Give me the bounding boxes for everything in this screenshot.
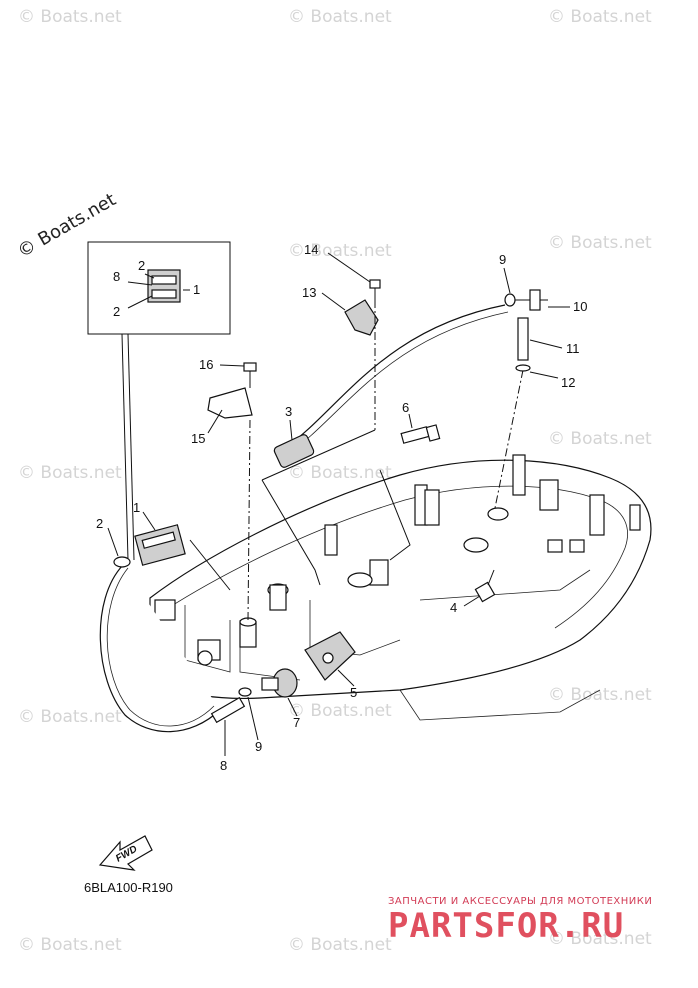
callout-16: 16	[199, 357, 213, 372]
watermark-text: © Boats.net	[288, 7, 392, 27]
inset-detail-box: 1 2 8 2	[87, 241, 231, 561]
callout-5: 5	[350, 685, 357, 700]
callout-3: 3	[285, 404, 292, 419]
watermark-text: © Boats.net	[288, 701, 392, 721]
callout-14: 14	[304, 242, 318, 257]
watermark-text: © Boats.net	[548, 429, 652, 449]
diagram-code: 6BLA100-R190	[84, 880, 173, 895]
callout-11: 11	[566, 341, 580, 356]
fwd-arrow: FWD	[98, 835, 153, 871]
callout-9-bottom: 9	[255, 739, 262, 754]
callout-4: 4	[450, 600, 457, 615]
watermark-text: © Boats.net	[548, 929, 652, 949]
watermark-text: © Boats.net	[18, 707, 122, 727]
watermark-text: © Boats.net	[18, 935, 122, 955]
inset-callout-1: 1	[193, 282, 200, 297]
leader-lines	[107, 252, 570, 756]
bottom-cowling	[149, 454, 652, 721]
watermark-text: © Boats.net	[548, 233, 652, 253]
watermark-text: © Boats.net	[288, 241, 392, 261]
shop-watermark: ЗАПЧАСТИ И АКСЕССУАРЫ ДЛЯ МОТОТЕХНИКИ PA…	[388, 896, 652, 946]
watermark-text: © Boats.net	[18, 463, 122, 483]
inset-callout-2-bottom: 2	[113, 304, 120, 319]
shop-logo: PARTSFOR.RU	[388, 906, 624, 946]
watermark-text: © Boats.net	[288, 463, 392, 483]
inset-callout-2-top: 2	[138, 258, 145, 273]
watermark-text: © Boats.net	[18, 7, 122, 27]
callout-10: 10	[573, 299, 587, 314]
callout-2: 2	[96, 516, 103, 531]
parts	[113, 279, 548, 724]
callout-6: 6	[402, 400, 409, 415]
shop-tagline: ЗАПЧАСТИ И АКСЕССУАРЫ ДЛЯ МОТОТЕХНИКИ	[388, 896, 652, 907]
callout-8: 8	[220, 758, 227, 773]
watermark-text: © Boats.net	[548, 7, 652, 27]
hoses	[99, 299, 535, 733]
callout-7: 7	[293, 715, 300, 730]
callouts: 1 2 3 4 5 6 7 8 9 9 10 11 12 13 14 15 16	[96, 242, 587, 773]
watermark-text: © Boats.net	[548, 685, 652, 705]
callout-9-top: 9	[499, 252, 506, 267]
main-watermark: © Boats.net	[14, 189, 120, 262]
callout-15: 15	[191, 431, 205, 446]
callout-13: 13	[302, 285, 316, 300]
inset-callout-8: 8	[113, 269, 120, 284]
callout-1: 1	[133, 500, 140, 515]
callout-12: 12	[561, 375, 575, 390]
watermark-text: © Boats.net	[288, 935, 392, 955]
